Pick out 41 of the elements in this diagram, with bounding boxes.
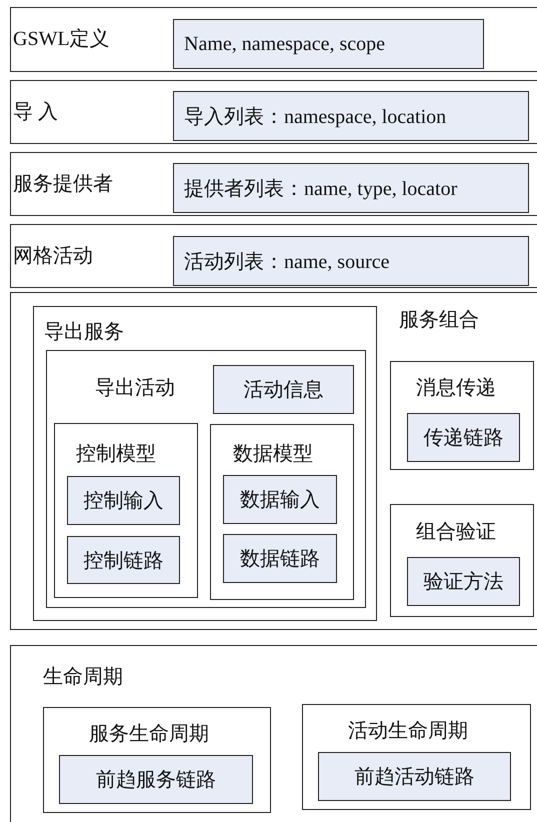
field-box: 传递链路 <box>407 413 520 462</box>
field-box: 数据输入 <box>223 475 337 524</box>
field-box: 导入列表：namespace, location <box>173 91 529 141</box>
section-box <box>10 80 537 144</box>
section-box <box>10 645 537 822</box>
field-box: 验证方法 <box>407 557 520 606</box>
field-box: 前趋服务链路 <box>59 755 253 804</box>
section-box <box>10 7 537 72</box>
section-heading: 生命周期 <box>43 665 123 689</box>
section-box <box>43 707 271 813</box>
section-box <box>10 152 537 216</box>
field-box: Name, namespace, scope <box>173 19 484 69</box>
field-box: 活动信息 <box>213 365 354 414</box>
section-heading: 活动生命周期 <box>348 719 468 743</box>
section-heading: 控制模型 <box>76 442 156 466</box>
section-heading: 服务组合 <box>399 308 479 332</box>
section-box <box>54 423 198 598</box>
section-heading: 导出活动 <box>95 376 175 400</box>
section-heading: GSWL定义 <box>13 27 110 51</box>
field-box: 前趋活动链路 <box>318 752 511 801</box>
section-box <box>33 306 377 621</box>
field-box: 提供者列表：name, type, locator <box>173 163 529 213</box>
section-heading: 服务提供者 <box>13 172 113 196</box>
section-box <box>390 361 534 470</box>
field-box: 控制链路 <box>67 536 180 584</box>
section-heading: 组合验证 <box>416 520 496 544</box>
section-heading: 服务生命周期 <box>89 722 209 746</box>
section-box <box>210 424 354 600</box>
section-heading: 导 入 <box>13 100 58 124</box>
section-heading: 消息传递 <box>416 376 496 400</box>
section-heading: 数据模型 <box>233 442 313 466</box>
section-box <box>390 504 534 617</box>
field-box: 数据链路 <box>223 534 337 583</box>
field-box: 控制输入 <box>67 476 180 525</box>
section-box <box>46 350 366 608</box>
section-heading: 导出服务 <box>44 320 124 344</box>
section-box <box>302 704 531 810</box>
section-box <box>10 224 537 288</box>
section-heading: 网格活动 <box>13 244 93 268</box>
section-box <box>10 292 537 630</box>
field-box: 活动列表：name, source <box>173 236 529 286</box>
